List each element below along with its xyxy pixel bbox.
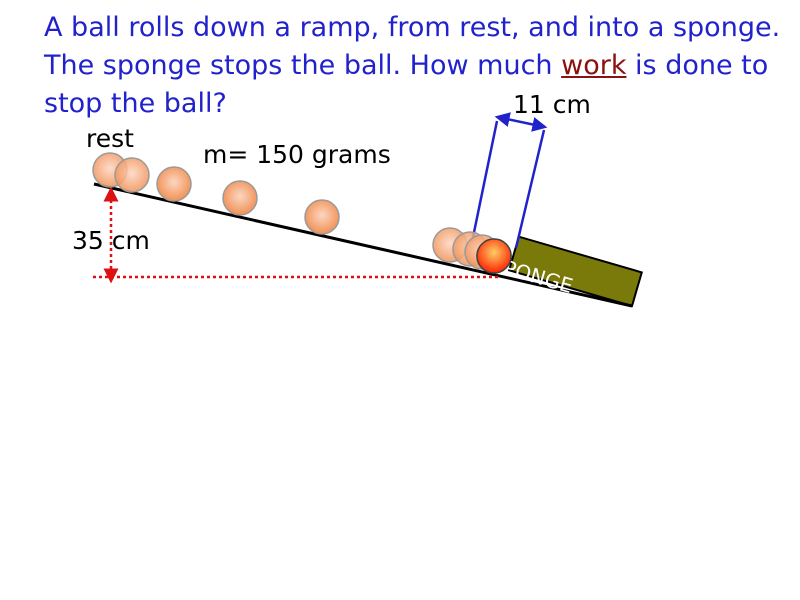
sponge bbox=[507, 235, 644, 308]
ball bbox=[304, 199, 340, 235]
sponge-width-line-right bbox=[514, 129, 546, 249]
rest-label: rest bbox=[86, 124, 134, 153]
work-link[interactable]: work bbox=[561, 50, 627, 81]
ball-final-overlay bbox=[476, 238, 512, 274]
question-text: A ball rolls down a ramp, from rest, and… bbox=[44, 9, 784, 123]
sponge-width-arrow bbox=[494, 112, 548, 132]
ramp-line bbox=[93, 182, 633, 308]
mass-label: m= 150 grams bbox=[203, 140, 391, 169]
height-label: 35 cm bbox=[72, 226, 150, 255]
question-text-before: A ball rolls down a ramp, from rest, and… bbox=[44, 12, 781, 81]
ball bbox=[114, 157, 150, 193]
ball bbox=[156, 166, 192, 202]
question-text-after: is done to stop the ball? bbox=[44, 50, 769, 119]
ball bbox=[222, 180, 258, 216]
balls bbox=[92, 152, 512, 274]
sponge-width-line-left bbox=[470, 120, 499, 243]
sponge-width-label: 11 cm bbox=[513, 90, 591, 119]
